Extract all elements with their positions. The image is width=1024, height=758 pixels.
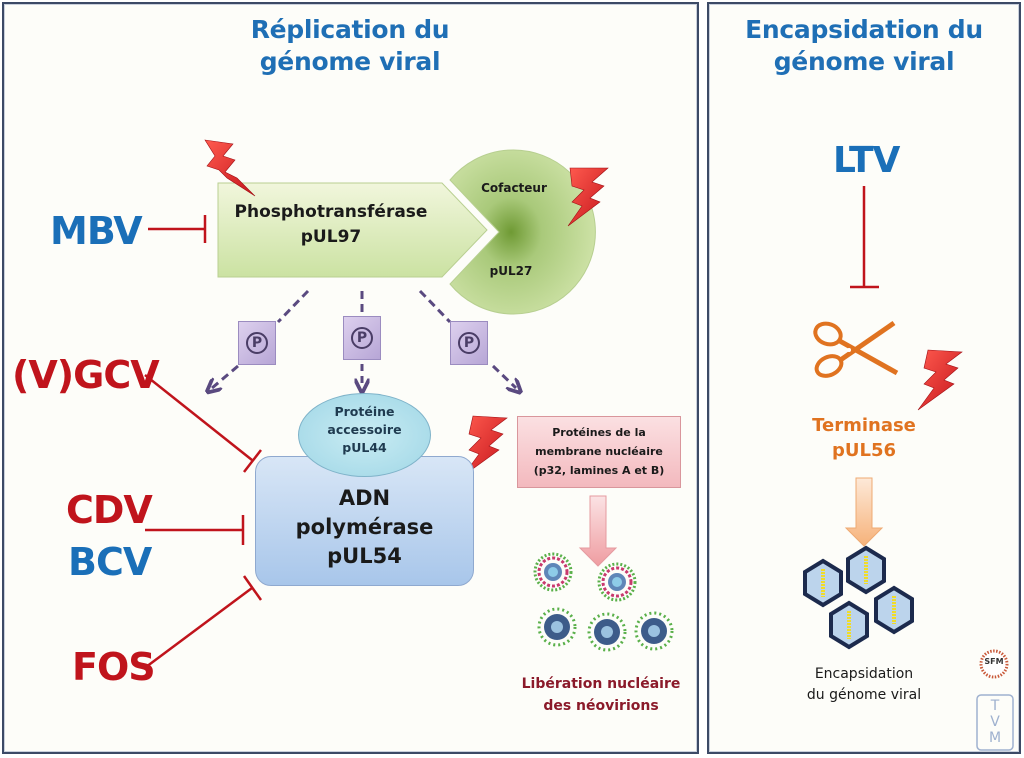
membrane-proteins-box: [517, 416, 681, 488]
phospho-arrow-left: [276, 289, 310, 324]
sfm-logo: [979, 649, 1009, 679]
membrane-line2: membrane nucléaire: [535, 445, 663, 458]
encapsidation-result-label: Encapsidation du génome viral: [784, 664, 944, 706]
accessory-line1: Protéine: [334, 404, 395, 419]
polymerase-label: ADN polymérase pUL54: [255, 484, 474, 571]
accessory-gene: pUL44: [342, 440, 387, 455]
polymerase-gene: pUL54: [327, 544, 402, 568]
accessory-protein-ellipse: [298, 393, 431, 477]
phospho-tag: P: [450, 321, 488, 365]
membrane-label: Protéines de la membrane nucléaire (p32,…: [517, 423, 681, 480]
tvm-logo: [976, 694, 1014, 751]
release-line2: des néovirions: [543, 698, 659, 714]
sfm-logo-text: SFM: [984, 657, 1004, 666]
drug-vgcv: (V)GCV: [12, 353, 160, 397]
tvm-letter-t: T: [990, 698, 1000, 714]
lightning-icon: [204, 139, 256, 197]
accessory-label: Protéine accessoire pUL44: [298, 403, 431, 457]
phospho-arrow-right: [418, 289, 452, 324]
release-line1: Libération nucléaire: [521, 676, 681, 692]
accessory-line2: accessoire: [327, 422, 402, 437]
phosphate-icon: P: [458, 332, 480, 354]
phospho-tag: P: [238, 321, 276, 365]
capsid-icon: [803, 545, 914, 650]
encapsidation-arrow: [844, 477, 884, 547]
encapsidation-title-line2: génome viral: [773, 47, 955, 76]
replication-title-line2: génome viral: [259, 47, 441, 76]
drug-bcv: BCV: [68, 540, 152, 584]
drug-mbv: MBV: [50, 209, 143, 253]
phosphate-icon: P: [351, 327, 373, 349]
phosphate-icon: P: [246, 332, 268, 354]
polymerase-box: [255, 456, 474, 586]
phospho-arrow-right-lower: [491, 364, 516, 388]
vgcv-inhibition-bar: [243, 449, 262, 473]
encapsidation-result-line2: du génome viral: [806, 687, 922, 703]
encapsidation-title: Encapsidation du génome viral: [712, 14, 1016, 78]
phospho-arrow-left-lower: [212, 364, 239, 388]
tvm-letter-m: M: [988, 730, 1002, 746]
drug-fos: FOS: [72, 645, 156, 689]
vgcv-inhibition-line: [144, 374, 253, 461]
replication-title-line1: Réplication du: [250, 15, 450, 44]
drug-ltv: LTV: [833, 140, 900, 181]
replication-title: Réplication du génome viral: [200, 14, 500, 78]
tvm-letter-v: V: [990, 714, 1000, 730]
virion-icon: [533, 552, 674, 652]
cofactor-shape: [449, 149, 596, 315]
encapsidation-result-line1: Encapsidation: [814, 666, 914, 682]
polymerase-line1: ADN: [338, 486, 391, 510]
lightning-icon: [462, 415, 508, 477]
membrane-line1: Protéines de la: [552, 426, 646, 439]
membrane-line3: (p32, lamines A et B): [533, 464, 665, 477]
kinase-name: Phosphotransférase: [234, 202, 428, 222]
fos-inhibition-line: [145, 586, 253, 669]
release-label: Libération nucléaire des néovirions: [508, 673, 694, 717]
polymerase-line2: polymérase: [295, 515, 434, 539]
terminase-name: Terminase: [812, 415, 916, 436]
lightning-icon: [567, 167, 609, 227]
lightning-icon: [917, 349, 963, 411]
cofactor-gene: pUL27: [489, 264, 533, 278]
release-arrow: [578, 495, 618, 567]
tvm-logo-text: T V M: [977, 698, 1013, 746]
drug-cdv: CDV: [66, 488, 153, 532]
terminase-gene: pUL56: [831, 440, 897, 461]
replication-panel: [2, 2, 699, 754]
kinase-arrow-shape: [217, 182, 488, 278]
phospho-tag: P: [343, 316, 381, 360]
terminase-label: Terminase pUL56: [784, 413, 944, 463]
encapsidation-title-line1: Encapsidation du: [745, 15, 983, 44]
kinase-gene: pUL97: [300, 227, 362, 247]
kinase-label: Phosphotransférase pUL97: [222, 200, 440, 250]
fos-inhibition-bar: [242, 575, 263, 601]
cofactor-name: Cofacteur: [481, 181, 547, 195]
scissors-icon: [813, 320, 899, 378]
